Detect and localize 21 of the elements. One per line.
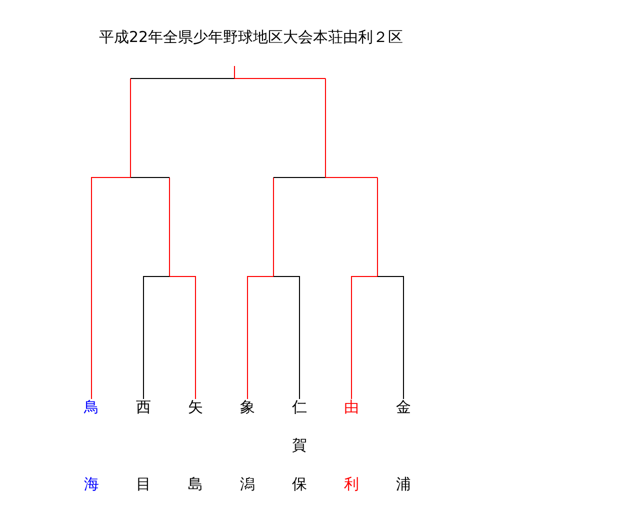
team-name: 潟 xyxy=(240,476,255,492)
bracket-line xyxy=(91,177,131,400)
team-name: 浦 xyxy=(396,476,411,492)
team-name: 象 xyxy=(240,399,255,416)
bracket-line xyxy=(351,276,378,400)
team-name: 金 xyxy=(396,399,411,416)
team-name: 島 xyxy=(188,476,203,492)
bracket-line xyxy=(377,276,404,400)
team-name: 鳥 xyxy=(84,399,99,416)
team-name: 海 xyxy=(84,476,99,492)
team-name: 利 xyxy=(344,476,359,492)
team-name: 西 xyxy=(136,399,151,416)
team-name: 目 xyxy=(136,476,151,492)
bracket-line xyxy=(273,276,300,400)
bracket-line xyxy=(247,276,274,400)
team-name: 仁賀保 xyxy=(292,399,307,492)
bracket-line xyxy=(143,276,170,400)
team-name: 矢 xyxy=(188,399,203,416)
title: 平成22年全県少年野球地区大会本荘由利２区 xyxy=(98,28,404,46)
bracket-line xyxy=(169,276,196,400)
team-name: 由 xyxy=(344,399,359,416)
